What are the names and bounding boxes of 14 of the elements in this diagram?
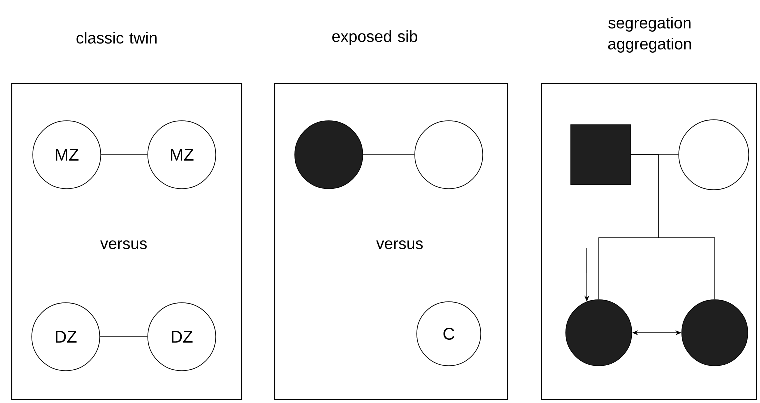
descent-line [631,154,716,300]
filled-circle [682,300,748,366]
connector-line [363,154,415,156]
circle [414,120,484,190]
filled-square [570,124,632,186]
node-label: classic twin [76,32,157,44]
circle [678,120,750,190]
filled-circle [294,120,364,190]
node-label: exposed sib [332,30,418,46]
panel-box: segregation aggregation [542,17,758,400]
connector-line [100,336,148,338]
filled-circle [566,300,632,366]
node-label: segregation aggregation [608,17,692,53]
connector-line [101,154,148,156]
